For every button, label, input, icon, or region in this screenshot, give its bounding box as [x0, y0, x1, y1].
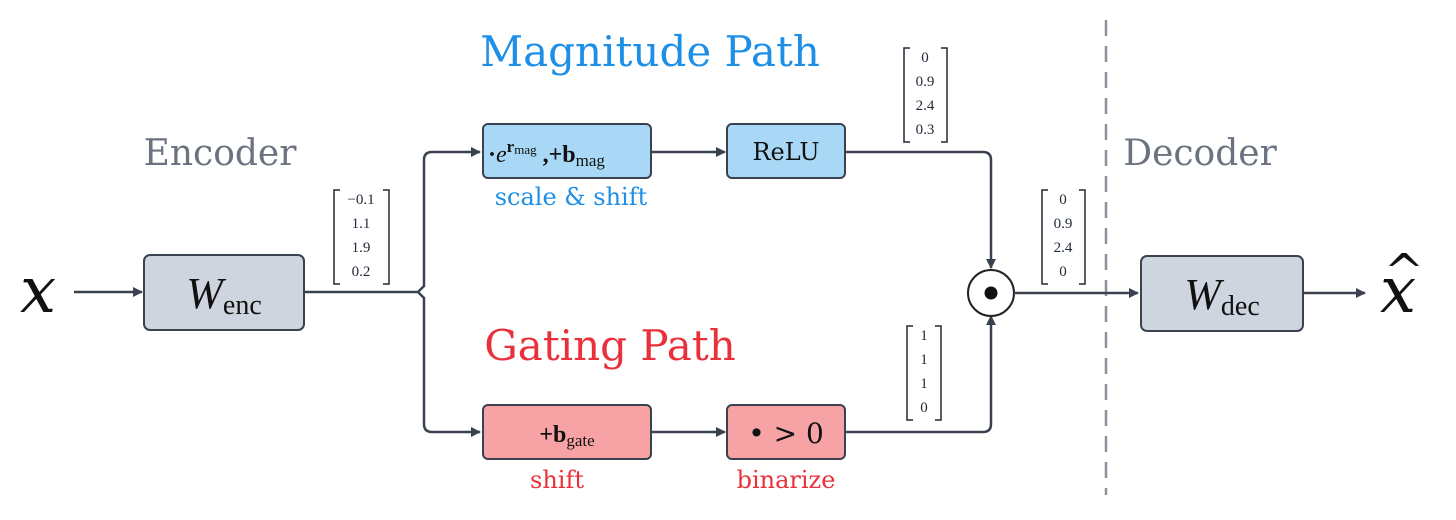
mag-r: r	[507, 137, 515, 156]
gate-shift-box: +bgate	[482, 404, 652, 460]
encoded-vector: −0.1 1.1 1.9 0.2	[333, 189, 390, 285]
mag-dot: ·	[488, 142, 496, 168]
relu-label: ReLU	[752, 138, 819, 166]
svg-text:·ermag,+bmag: ·ermag,+bmag	[488, 137, 605, 170]
vector-entry: 0.2	[352, 264, 371, 280]
product-vector: 0 0.9 2.4 0	[1041, 189, 1086, 285]
w-enc-box: Wenc	[143, 254, 305, 331]
w-dec-box: Wdec	[1140, 255, 1304, 332]
mag-r-sub: mag	[514, 142, 537, 157]
vector-entry: 0	[921, 50, 929, 66]
binarize-label: binarize	[737, 466, 836, 494]
vector-entry: 1	[920, 376, 928, 392]
input-x: x	[20, 254, 56, 328]
shift-label: shift	[530, 466, 584, 494]
vector-entry: 2.4	[1054, 240, 1073, 256]
arrow-relu-to-multiply	[845, 150, 996, 269]
relu-box: ReLU	[726, 123, 846, 179]
w-dec-main: W	[1184, 270, 1224, 319]
svg-text:Wdec: Wdec	[1184, 270, 1260, 322]
vector-entry: 1	[920, 352, 928, 368]
encoder-label: Encoder	[144, 133, 298, 174]
gating-path-title: Gating Path	[484, 321, 736, 370]
mag-b: b	[562, 142, 575, 168]
gate-output-vector: 1 1 1 0	[906, 325, 942, 421]
svg-text:+bgate: +bgate	[539, 422, 594, 450]
magnitude-path-title: Magnitude Path	[480, 27, 820, 76]
vector-entry: 1	[920, 328, 928, 344]
binarize-expression: • > 0	[748, 417, 824, 450]
decoder-label: Decoder	[1123, 133, 1277, 174]
vector-entry: 2.4	[916, 98, 935, 114]
mag-b-sub: mag	[576, 151, 606, 170]
vector-entry: 0	[1059, 192, 1067, 208]
relu-output-vector: 0 0.9 2.4 0.3	[903, 47, 948, 143]
vector-entry: 0.9	[916, 74, 935, 90]
hadamard-product-icon	[967, 269, 1015, 317]
w-enc-sub: enc	[223, 290, 262, 321]
vector-entry: 0	[920, 400, 928, 416]
arrow-binarize-to-multiply	[845, 315, 996, 434]
magnitude-scale-shift-box: ·ermag,+bmag	[482, 123, 652, 179]
vector-entry: 0.3	[916, 122, 935, 138]
gate-plus: +	[539, 422, 553, 448]
w-dec-sub: dec	[1221, 291, 1260, 322]
output-hat-accent: ^	[1384, 244, 1424, 300]
binarize-box: • > 0	[726, 404, 846, 460]
vector-entry: 1.1	[352, 216, 371, 232]
svg-text:Wenc: Wenc	[186, 269, 262, 321]
arrow-to-gating	[417, 291, 481, 437]
gate-b-sub: gate	[566, 431, 594, 450]
arrow-to-magnitude	[417, 147, 481, 293]
gate-b: b	[553, 422, 566, 448]
mag-e: e	[496, 142, 507, 168]
vector-entry: 0.9	[1054, 216, 1073, 232]
mag-plus: ,+	[543, 142, 563, 168]
output-x-hat: x	[1380, 254, 1416, 328]
vector-entry: −0.1	[347, 192, 374, 208]
scale-shift-label: scale & shift	[495, 183, 648, 211]
vector-entry: 0	[1059, 264, 1067, 280]
w-enc-main: W	[186, 269, 226, 318]
vector-entry: 1.9	[352, 240, 371, 256]
